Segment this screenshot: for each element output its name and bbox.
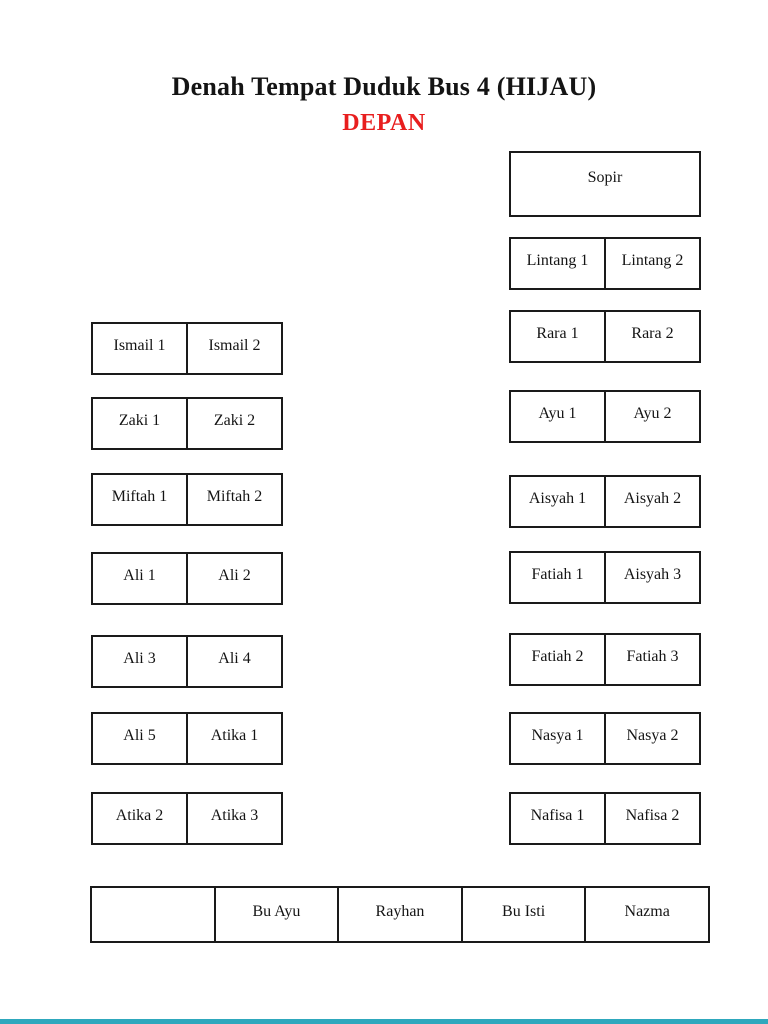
seat-cell: Atika 3 — [188, 794, 281, 843]
seat-cell: Rara 1 — [511, 312, 606, 361]
back-row-cell: Bu Isti — [463, 888, 587, 941]
seat-label: Ismail 2 — [208, 336, 261, 354]
seat-cell: Aisyah 2 — [606, 477, 699, 526]
seat-cell: Nafisa 1 — [511, 794, 606, 843]
seat-label: Ali 3 — [123, 649, 156, 667]
seat-pair-right-6: Fatiah 2 Fatiah 3 — [509, 633, 701, 686]
back-row-cell: Bu Ayu — [216, 888, 340, 941]
seat-cell: Aisyah 3 — [606, 553, 699, 602]
seat-cell: Ali 1 — [93, 554, 188, 603]
seat-cell: Aisyah 1 — [511, 477, 606, 526]
seat-cell: Zaki 2 — [188, 399, 281, 448]
seat-cell: Ismail 2 — [188, 324, 281, 373]
seat-pair-right-3: Ayu 1 Ayu 2 — [509, 390, 701, 443]
seat-label: Ayu 1 — [538, 404, 577, 422]
seat-label: Ali 1 — [123, 566, 156, 584]
page-title: Denah Tempat Duduk Bus 4 (HIJAU) — [171, 72, 597, 101]
seat-label: Zaki 1 — [118, 411, 161, 429]
front-label: DEPAN — [342, 110, 426, 136]
seat-pair-right-1: Lintang 1 Lintang 2 — [509, 237, 701, 290]
seat-label: Nasya 1 — [531, 726, 584, 744]
seat-pair-right-8: Nafisa 1 Nafisa 2 — [509, 792, 701, 845]
seat-label: Rara 1 — [536, 324, 579, 342]
seat-label: Ali 2 — [218, 566, 251, 584]
seat-pair-left-2: Zaki 1 Zaki 2 — [91, 397, 283, 450]
seat-label: Rara 2 — [631, 324, 674, 342]
seat-label: Fatiah 2 — [531, 647, 584, 665]
seat-cell: Fatiah 2 — [511, 635, 606, 684]
seat-label: Miftah 2 — [206, 487, 263, 505]
seat-cell: Nasya 1 — [511, 714, 606, 763]
seat-label: Nafisa 1 — [530, 806, 585, 824]
seat-label: Ali 5 — [123, 726, 156, 744]
back-row-cell: Rayhan — [339, 888, 463, 941]
seat-label: Bu Ayu — [252, 902, 301, 920]
seat-cell: Ali 4 — [188, 637, 281, 686]
seat-label: Miftah 1 — [111, 487, 168, 505]
seat-cell: Rara 2 — [606, 312, 699, 361]
driver-seat-label: Sopir — [587, 169, 623, 186]
seat-cell: Nafisa 2 — [606, 794, 699, 843]
seat-cell: Fatiah 3 — [606, 635, 699, 684]
seat-pair-right-2: Rara 1 Rara 2 — [509, 310, 701, 363]
page-bottom-edge-bar — [0, 1019, 768, 1024]
seat-cell: Ayu 1 — [511, 392, 606, 441]
back-row-table: Bu Ayu Rayhan Bu Isti Nazma — [90, 886, 710, 943]
seat-label: Aisyah 2 — [623, 489, 682, 507]
seat-label: Atika 2 — [115, 806, 164, 824]
seat-cell: Zaki 1 — [93, 399, 188, 448]
seat-cell: Miftah 2 — [188, 475, 281, 524]
seat-label: Nafisa 2 — [625, 806, 680, 824]
seat-cell: Atika 2 — [93, 794, 188, 843]
seat-label: Fatiah 1 — [531, 565, 584, 583]
seat-label: Aisyah 3 — [623, 565, 682, 583]
seat-label: Ali 4 — [218, 649, 251, 667]
seat-label: Ismail 1 — [113, 336, 166, 354]
seat-label: Atika 1 — [210, 726, 259, 744]
seat-pair-right-5: Fatiah 1 Aisyah 3 — [509, 551, 701, 604]
seat-pair-left-7: Atika 2 Atika 3 — [91, 792, 283, 845]
seat-pair-left-5: Ali 3 Ali 4 — [91, 635, 283, 688]
seat-label: Ayu 2 — [633, 404, 672, 422]
seat-pair-right-7: Nasya 1 Nasya 2 — [509, 712, 701, 765]
seat-pair-right-4: Aisyah 1 Aisyah 2 — [509, 475, 701, 528]
seat-cell: Ismail 1 — [93, 324, 188, 373]
seat-cell: Lintang 2 — [606, 239, 699, 288]
seat-label: Zaki 2 — [213, 411, 256, 429]
seat-cell: Ayu 2 — [606, 392, 699, 441]
driver-seat-box: Sopir — [509, 151, 701, 217]
seat-cell: Fatiah 1 — [511, 553, 606, 602]
seat-label: Fatiah 3 — [626, 647, 679, 665]
seat-label: Lintang 1 — [526, 251, 589, 269]
seat-cell: Atika 1 — [188, 714, 281, 763]
seat-pair-left-6: Ali 5 Atika 1 — [91, 712, 283, 765]
seat-cell: Lintang 1 — [511, 239, 606, 288]
seat-label: Nazma — [624, 902, 670, 920]
seat-cell: Ali 3 — [93, 637, 188, 686]
seat-cell: Miftah 1 — [93, 475, 188, 524]
seat-label: Nasya 2 — [626, 726, 679, 744]
seat-label: Bu Isti — [502, 902, 546, 920]
seat-pair-left-4: Ali 1 Ali 2 — [91, 552, 283, 605]
seat-label: Rayhan — [375, 902, 425, 920]
seat-label: Atika 3 — [210, 806, 259, 824]
seat-pair-left-3: Miftah 1 Miftah 2 — [91, 473, 283, 526]
seat-cell: Ali 2 — [188, 554, 281, 603]
back-row-cell: Nazma — [586, 888, 708, 941]
seat-cell: Ali 5 — [93, 714, 188, 763]
seat-pair-left-1: Ismail 1 Ismail 2 — [91, 322, 283, 375]
seat-label: Aisyah 1 — [528, 489, 587, 507]
seat-cell: Nasya 2 — [606, 714, 699, 763]
back-row-cell-empty — [92, 888, 216, 941]
seat-label: Lintang 2 — [621, 251, 684, 269]
